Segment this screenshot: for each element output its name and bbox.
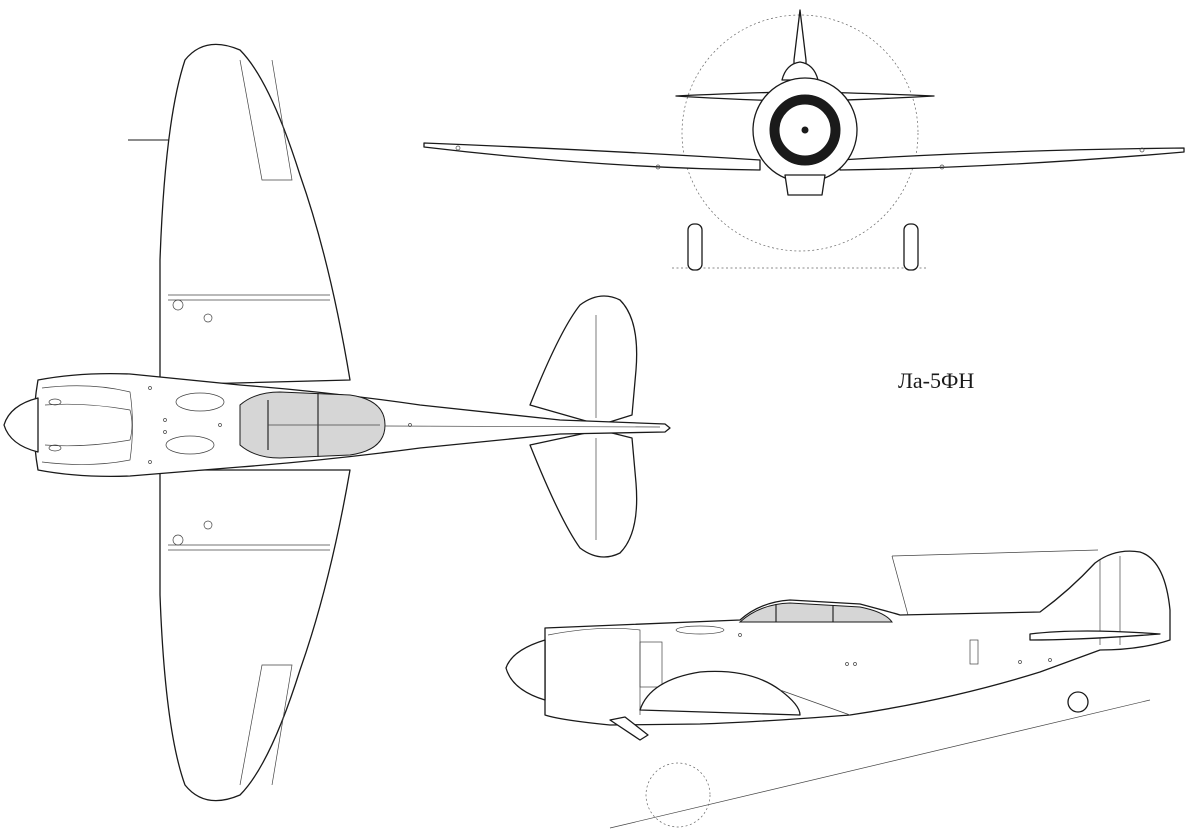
tail-wheel [1067,691,1089,713]
front-view [423,9,1185,271]
lower-wing [159,469,351,802]
right-wheel [903,223,919,271]
side-canopy [738,602,893,623]
left-wheel [687,223,703,271]
upper-stabilizer [529,295,638,426]
plan-spinner [3,397,39,453]
propeller-disc [681,14,919,252]
lower-stabilizer [529,429,638,558]
plan-view [3,43,671,802]
front-fin [793,9,807,71]
ground-line [609,699,1151,829]
side-view [505,549,1171,829]
front-wing [423,142,761,171]
aircraft-title: Ла-5ФН [898,368,975,393]
side-spinner [505,639,546,701]
upper-wing [159,43,351,386]
